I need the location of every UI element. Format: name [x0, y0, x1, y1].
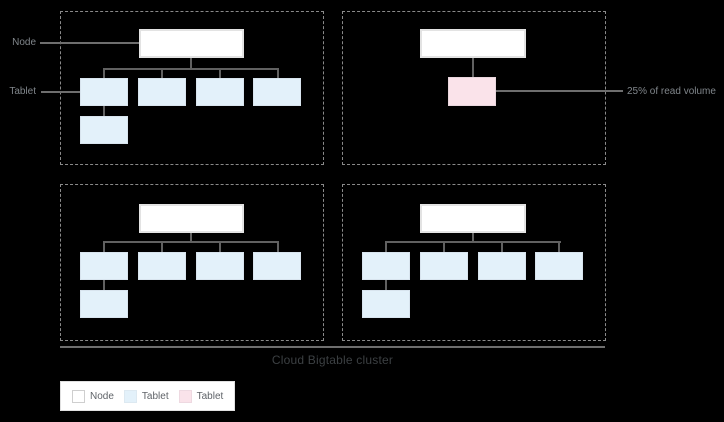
hot-tablet-box: [448, 77, 496, 106]
connector: [190, 233, 192, 242]
connector: [277, 243, 279, 252]
connector: [161, 243, 163, 252]
tablet-box: [420, 252, 468, 280]
connector: [103, 280, 105, 290]
hot-tablet-swatch-icon: [178, 389, 192, 403]
tablet-box: [253, 78, 301, 106]
node-box: [139, 204, 244, 233]
connector: [103, 68, 279, 70]
tablet-box: [80, 116, 128, 144]
tablet-box: [80, 252, 128, 280]
node-box: [420, 204, 526, 233]
tablet-box: [138, 78, 186, 106]
connector: [161, 70, 163, 78]
read-volume-annotation-label: 25% of read volume: [627, 86, 716, 97]
tablet-box: [478, 252, 526, 280]
leader-line: [40, 42, 139, 44]
tablet-box: [138, 252, 186, 280]
connector: [385, 243, 387, 252]
connector: [103, 106, 105, 116]
tablet-box: [196, 78, 244, 106]
cluster-boundary-line: [60, 346, 605, 348]
node-panel-bottom-left: [60, 184, 324, 341]
legend-item-node: Node: [72, 389, 114, 403]
node-box: [139, 29, 244, 58]
connector: [219, 70, 221, 78]
legend: Node Tablet Tablet: [60, 381, 235, 411]
node-swatch-icon: [72, 389, 85, 403]
tablet-box: [362, 290, 410, 318]
legend-item-label: Tablet: [196, 390, 224, 402]
connector: [501, 243, 503, 252]
connector: [443, 243, 445, 252]
tablet-box: [253, 252, 301, 280]
legend-item-label: Tablet: [141, 390, 169, 402]
leader-line: [496, 90, 623, 92]
tablet-box: [196, 252, 244, 280]
node-annotation-label: Node: [12, 37, 36, 48]
connector: [277, 70, 279, 78]
tablet-box: [80, 78, 128, 106]
connector: [558, 243, 560, 252]
connector: [103, 243, 105, 252]
connector: [103, 241, 279, 243]
tablet-box: [80, 290, 128, 318]
node-panel-top-right: [342, 11, 606, 165]
tablet-swatch-icon: [123, 389, 137, 403]
tablet-box: [362, 252, 410, 280]
connector: [385, 280, 387, 290]
legend-item-tablet: Tablet: [123, 389, 169, 403]
legend-item-hot-tablet: Tablet: [178, 389, 224, 403]
cluster-title: Cloud Bigtable cluster: [271, 353, 394, 367]
connector: [472, 58, 474, 77]
legend-item-label: Node: [90, 390, 114, 402]
connector: [219, 243, 221, 252]
connector: [190, 58, 192, 68]
node-panel-bottom-right: [342, 184, 606, 341]
node-panel-top-left: [60, 11, 324, 165]
leader-line: [41, 91, 80, 93]
tablet-box: [535, 252, 583, 280]
connector: [472, 233, 474, 242]
tablet-annotation-label: Tablet: [9, 86, 36, 97]
connector: [103, 70, 105, 78]
connector: [385, 241, 561, 243]
node-box: [420, 29, 526, 58]
